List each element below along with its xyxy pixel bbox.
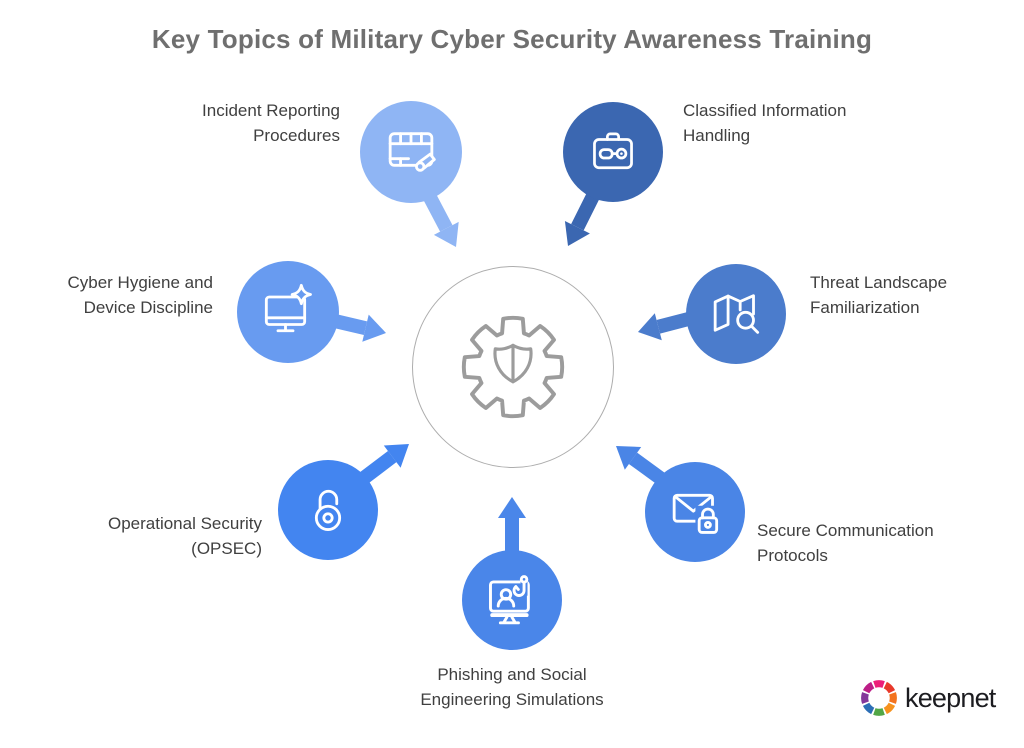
label-cyber-hygiene: Cyber Hygiene and Device Discipline [67, 273, 213, 317]
label-secure-communication: Secure Communication Protocols [757, 521, 934, 565]
node-incident-reporting [360, 101, 462, 203]
node-opsec [278, 460, 378, 560]
monitor-sparkle-icon [264, 283, 312, 333]
phishing-hook-monitor-icon [489, 573, 530, 625]
gear-shield-icon [461, 315, 565, 419]
keepnet-logo-text: keepnet [905, 682, 996, 713]
label-classified-information: Classified Information Handling [683, 101, 847, 145]
node-phishing-simulations [462, 550, 562, 650]
central-hub-circle [412, 266, 614, 468]
map-magnifier-icon [713, 294, 760, 334]
report-table-megaphone-icon [388, 132, 436, 172]
label-phishing-simulations: Phishing and Social Engineering Simulati… [420, 665, 604, 709]
gear-path [461, 315, 565, 419]
envelope-padlock-icon [672, 493, 720, 535]
keepnet-logo-icon [861, 680, 897, 716]
briefcase-key-icon [593, 132, 633, 170]
page-title: Key Topics of Military Cyber Security Aw… [151, 24, 873, 54]
label-opsec: Operational Security (OPSEC) [107, 514, 262, 558]
node-secure-communication [645, 462, 745, 562]
node-cyber-hygiene [237, 261, 339, 363]
node-classified-information [563, 102, 663, 202]
open-padlock-icon [314, 489, 342, 531]
node-threat-landscape [686, 264, 786, 364]
keepnet-logo: keepnet [858, 677, 996, 719]
label-incident-reporting: Incident Reporting Procedures [202, 101, 340, 145]
label-threat-landscape: Threat Landscape Familiarization [810, 273, 948, 317]
